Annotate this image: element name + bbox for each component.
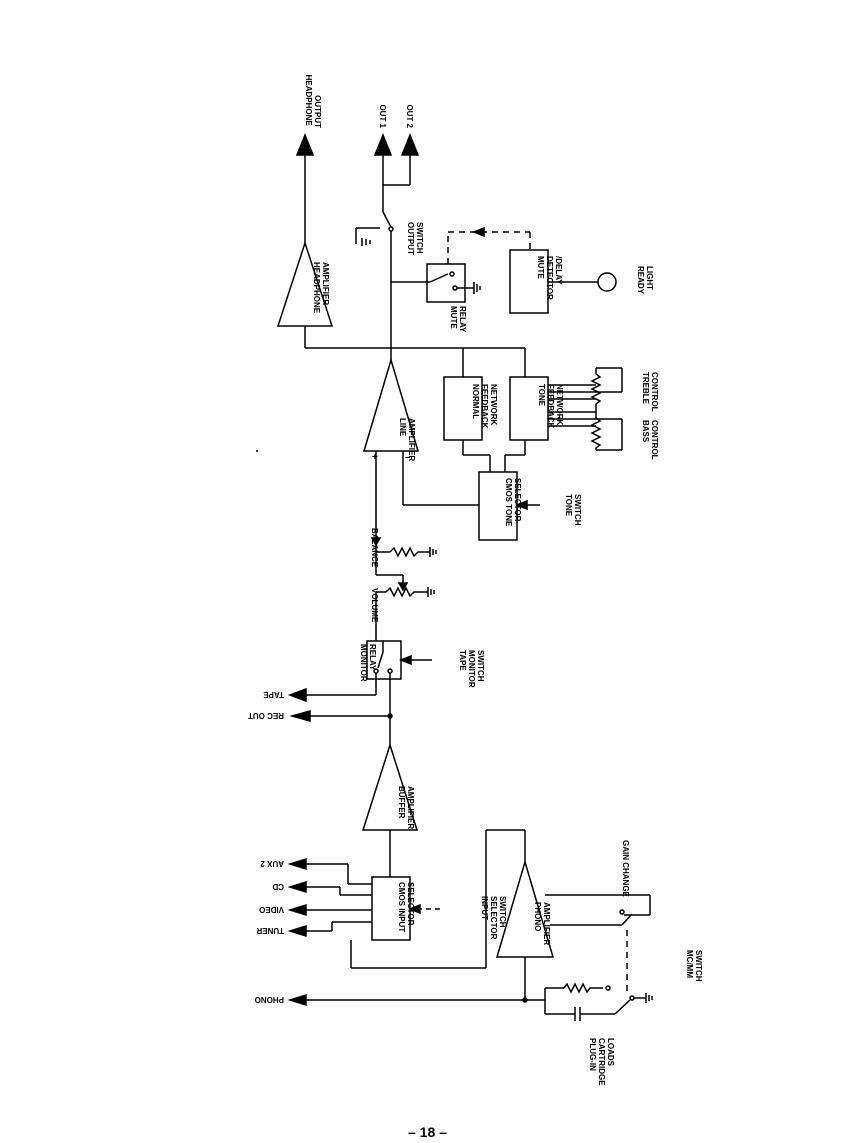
tone-switch-label: TONE SWITCH	[564, 494, 582, 526]
minus-sign: –	[405, 452, 411, 463]
cmos-tone-selector-box	[478, 471, 518, 541]
ready-light-icon	[597, 272, 617, 292]
plus-sign: +	[372, 452, 378, 463]
phono-amplifier-label: PHONO AMPLIFIER	[533, 902, 551, 945]
mute-relay-label: MUTE RELAY	[449, 306, 467, 333]
bass-control-pot	[590, 410, 602, 450]
aux2-arrow	[287, 857, 307, 871]
balance-pot	[389, 546, 430, 558]
normal-feedback-label: NORMAL FEEDBACK NETWORK	[471, 384, 498, 431]
cd-arrow	[287, 880, 307, 894]
headphone-amplifier-label: HEADPHONE AMPLIFIER	[312, 262, 330, 315]
cd-label: CD	[272, 882, 284, 891]
input-selector-switch-label: INPUT SELECTOR SWITCH	[480, 896, 507, 942]
normal-feedback-box	[443, 376, 483, 441]
cmos-input-selector-label: CMOS INPUT SELECTOR	[397, 882, 415, 934]
line-amplifier-label: LINE AMPLIFIER	[398, 418, 416, 461]
gain-change-label: GAIN CHANGE	[621, 840, 630, 898]
volume-label: VOLUME	[370, 588, 379, 623]
tuner-label: TUNER	[256, 926, 284, 935]
tone-feedback-label: TONE FEEDBACK NETWORK	[537, 384, 564, 431]
tape-monitor-switch-label: TAPE MONITOR SWITCH	[458, 650, 485, 690]
tone-feedback-box	[509, 376, 549, 441]
bass-control-label: BASS CONTROL	[641, 420, 659, 460]
ready-light-label: READY LIGHT	[636, 266, 654, 296]
phono-arrow	[287, 993, 307, 1007]
volume-pot	[385, 586, 428, 598]
cartridge-load-resistor	[563, 982, 603, 994]
buffer-amplifier-label: BUFFER AMPLIFIER	[397, 786, 415, 829]
plug-in-loads-label: PLUG-IN CARTRIDGE LOADS	[588, 1038, 615, 1088]
phono-label: PHONO	[255, 995, 284, 1004]
video-label: VIDEO	[259, 905, 284, 914]
out2-arrow	[400, 132, 420, 156]
headphone-output-label: HEADPHONE OUTPUT	[304, 75, 322, 128]
monitor-relay-label: MONITOR RELAY	[359, 644, 377, 684]
rec-out-label: REC OUT	[248, 711, 284, 720]
tape-label: TAPE	[263, 690, 284, 699]
out1-label: OUT 1	[378, 104, 387, 128]
treble-control-label: TREBLE CONTROL	[641, 372, 659, 412]
mute-relay-box	[426, 263, 466, 303]
mute-detector-box	[509, 249, 549, 314]
treble-control-pot	[590, 368, 602, 410]
balance-label: BALANCE	[370, 528, 379, 568]
tape-arrow	[287, 687, 307, 703]
mute-detector-label: MUTE DETECTOR /DELAY	[536, 256, 563, 302]
line-amplifier-triangle	[362, 357, 420, 452]
headphone-output-arrow	[295, 132, 315, 156]
video-arrow	[287, 903, 307, 917]
page-number: – 18 –	[408, 1124, 447, 1140]
rec-out-arrow	[289, 710, 311, 722]
monitor-relay-box	[366, 640, 402, 680]
output-switch-label: OUTPUT SWITCH	[406, 222, 424, 257]
out1-arrow	[373, 132, 393, 156]
tuner-arrow	[287, 924, 307, 938]
cmos-tone-selector-label: CMOS TONE SELECTOR	[504, 478, 522, 529]
aux2-label: AUX 2	[260, 859, 284, 868]
out2-label: OUT 2	[405, 104, 414, 128]
mc-mm-switch-label: MC/MM SWITCH	[685, 950, 703, 982]
